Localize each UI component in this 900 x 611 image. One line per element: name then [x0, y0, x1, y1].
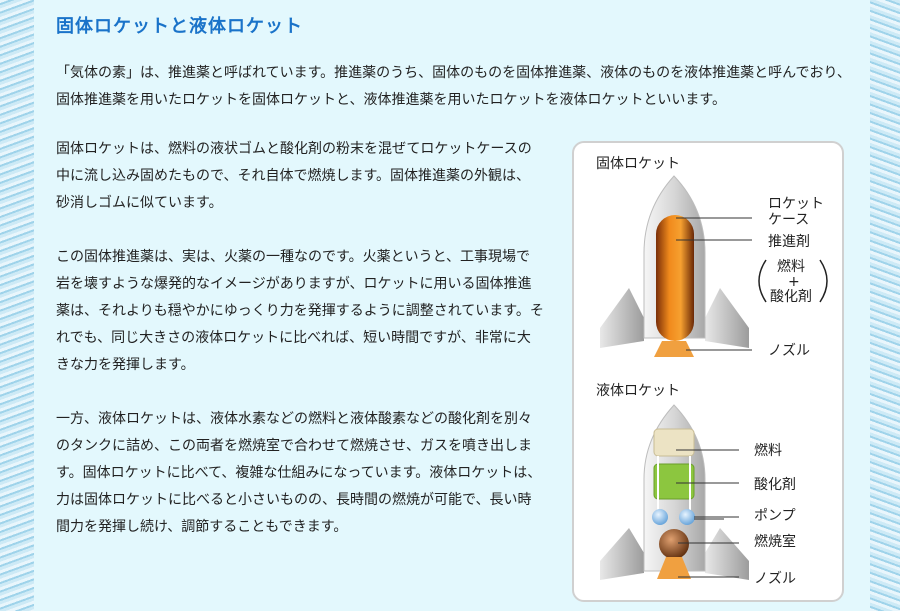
- solid-propellant-paragraph: この固体推進薬は、実は、火薬の一種なのです。火薬というと、工事現場で岩を壊すよう…: [56, 249, 544, 373]
- decorative-border-right: [870, 0, 900, 611]
- pump-left: [652, 509, 668, 525]
- label-liquid-fuel: 燃料: [754, 442, 782, 459]
- solid-rocket-illustration: [600, 175, 749, 357]
- rocket-diagram-svg: 固体ロケット ロケット ケース 推進剤 燃料 + 酸化剤 ノズル: [596, 156, 828, 587]
- solid-nozzle: [654, 341, 694, 357]
- solid-propellant: [656, 215, 694, 341]
- bracket-left: [758, 259, 767, 303]
- solid-rocket-title: 固体ロケット: [596, 156, 680, 172]
- liquid-rocket-paragraph: 一方、液体ロケットは、液体水素などの燃料と液体酸素などの酸化剤を別々のタンクに詰…: [56, 411, 542, 535]
- label-fuel-component: 燃料: [777, 258, 805, 275]
- label-plus-sign: +: [788, 274, 800, 290]
- rocket-diagram: 固体ロケット ロケット ケース 推進剤 燃料 + 酸化剤 ノズル: [572, 141, 844, 602]
- page-title: 固体ロケットと液体ロケット: [56, 16, 303, 37]
- liquid-leader-lines: [676, 449, 739, 578]
- label-rocket-case-line2: ケース: [768, 212, 809, 228]
- label-solid-nozzle: ノズル: [768, 343, 810, 359]
- label-combustion-chamber: 燃焼室: [754, 533, 796, 550]
- label-liquid-oxidizer: 酸化剤: [754, 477, 796, 493]
- label-rocket-case-line1: ロケット: [768, 196, 824, 212]
- fuel-tank: [653, 428, 695, 457]
- solid-rocket-paragraph: 固体ロケットは、燃料の液状ゴムと酸化剤の粉末を混ぜてロケットケースの中に流し込み…: [56, 141, 532, 211]
- label-oxidizer-component: 酸化剤: [770, 289, 812, 305]
- decorative-border-left: [0, 0, 34, 611]
- solid-leader-lines: [676, 217, 752, 351]
- pump-right: [679, 509, 695, 525]
- liquid-rocket-illustration: [600, 404, 749, 580]
- combustion-chamber: [659, 529, 689, 559]
- intro-paragraph: 「気体の素」は、推進薬と呼ばれています。推進薬のうち、固体のものを固体推進薬、液…: [56, 65, 851, 108]
- label-pump: ポンプ: [754, 508, 796, 524]
- liquid-rocket-title: 液体ロケット: [596, 383, 680, 399]
- label-liquid-nozzle: ノズル: [754, 571, 796, 587]
- label-propellant: 推進剤: [768, 234, 810, 250]
- bracket-right: [819, 259, 828, 303]
- oxidizer-tank: [653, 463, 695, 500]
- liquid-nozzle: [657, 557, 691, 579]
